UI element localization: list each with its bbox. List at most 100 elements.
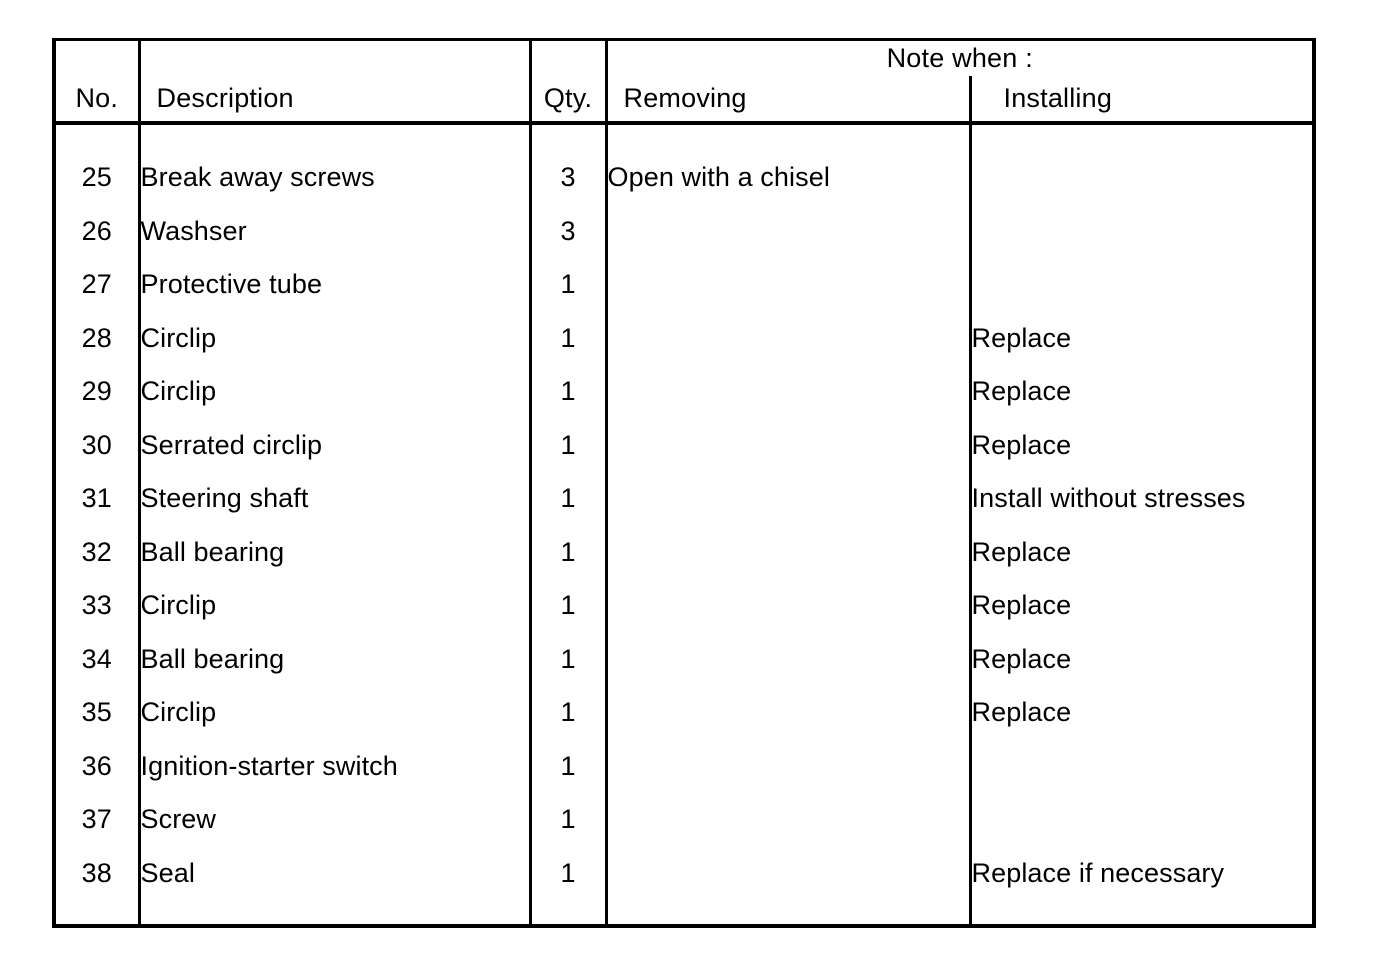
- cell-description: Circlip: [139, 686, 532, 740]
- cell-description: Ball bearing: [139, 632, 532, 686]
- cell-qty: 1: [530, 739, 608, 793]
- cell-removing: [606, 579, 972, 633]
- column-header-qty: Qty.: [530, 76, 608, 125]
- cell-removing: [606, 846, 972, 900]
- cell-no: 38: [54, 846, 141, 900]
- table-header: Note when : No. Description Qty. Removin…: [54, 39, 1315, 125]
- header-group-desc-spacer: [139, 39, 532, 76]
- gap-cell-removing: [606, 123, 972, 151]
- cell-description: Serrated circlip: [139, 418, 532, 472]
- cell-no: 32: [54, 525, 141, 579]
- bottom-pad-row: [54, 900, 1315, 926]
- cell-installing: Replace: [970, 632, 1315, 686]
- cell-qty: 1: [530, 365, 608, 419]
- cell-installing: Replace: [970, 365, 1315, 419]
- cell-description: Circlip: [139, 311, 532, 365]
- column-header-description: Description: [139, 76, 532, 125]
- cell-qty: 1: [530, 472, 608, 526]
- cell-description: Ignition-starter switch: [139, 739, 532, 793]
- cell-installing: Replace if necessary: [970, 846, 1315, 900]
- cell-no: 27: [54, 258, 141, 312]
- cell-installing: Replace: [970, 686, 1315, 740]
- cell-qty: 1: [530, 258, 608, 312]
- cell-description: Screw: [139, 793, 532, 847]
- pad-cell-no: [54, 900, 141, 926]
- cell-description: Ball bearing: [139, 525, 532, 579]
- cell-qty: 1: [530, 632, 608, 686]
- cell-qty: 1: [530, 686, 608, 740]
- cell-removing: Open with a chisel: [606, 151, 972, 205]
- cell-installing: Replace: [970, 525, 1315, 579]
- cell-installing: [970, 793, 1315, 847]
- cell-removing: [606, 365, 972, 419]
- cell-installing: Install without stresses: [970, 472, 1315, 526]
- cell-no: 31: [54, 472, 141, 526]
- cell-no: 37: [54, 793, 141, 847]
- column-header-no: No.: [54, 76, 141, 125]
- header-label-row: No. Description Qty. Removing Installing: [54, 76, 1315, 125]
- header-group-row: Note when :: [54, 39, 1315, 76]
- cell-removing: [606, 258, 972, 312]
- parts-table: Note when : No. Description Qty. Removin…: [52, 38, 1317, 928]
- gap-cell-qty: [530, 123, 608, 151]
- header-group-no-spacer: [54, 39, 141, 76]
- pad-cell-installing: [970, 900, 1315, 926]
- gap-cell-installing: [970, 123, 1315, 151]
- cell-installing: [970, 204, 1315, 258]
- cell-no: 28: [54, 311, 141, 365]
- cell-qty: 1: [530, 793, 608, 847]
- cell-installing: Replace: [970, 418, 1315, 472]
- column-header-removing: Removing: [606, 76, 972, 125]
- column-header-installing: Installing: [970, 76, 1315, 125]
- pad-cell-qty: [530, 900, 608, 926]
- cell-removing: [606, 793, 972, 847]
- cell-removing: [606, 204, 972, 258]
- cell-description: Seal: [139, 846, 532, 900]
- pad-cell-desc: [139, 900, 532, 926]
- cell-installing: [970, 739, 1315, 793]
- cell-description: Steering shaft: [139, 472, 532, 526]
- cell-removing: [606, 472, 972, 526]
- header-group-qty-spacer: [530, 39, 608, 76]
- cell-removing: [606, 418, 972, 472]
- gap-cell-no: [54, 123, 141, 151]
- cell-no: 36: [54, 739, 141, 793]
- cell-qty: 1: [530, 525, 608, 579]
- cell-removing: [606, 739, 972, 793]
- cell-no: 30: [54, 418, 141, 472]
- pad-cell-removing: [606, 900, 972, 926]
- cell-no: 35: [54, 686, 141, 740]
- cell-qty: 1: [530, 846, 608, 900]
- header-gap-row: [54, 123, 1315, 151]
- cell-description: Break away screws: [139, 151, 532, 205]
- cell-removing: [606, 632, 972, 686]
- cell-description: Protective tube: [139, 258, 532, 312]
- cell-no: 29: [54, 365, 141, 419]
- cell-description: Circlip: [139, 365, 532, 419]
- cell-installing: [970, 151, 1315, 205]
- cell-no: 26: [54, 204, 141, 258]
- cell-qty: 1: [530, 579, 608, 633]
- cell-description: Circlip: [139, 579, 532, 633]
- cell-no: 33: [54, 579, 141, 633]
- cell-installing: Replace: [970, 579, 1315, 633]
- gap-cell-desc: [139, 123, 532, 151]
- cell-qty: 1: [530, 311, 608, 365]
- cell-no: 25: [54, 151, 141, 205]
- cell-removing: [606, 686, 972, 740]
